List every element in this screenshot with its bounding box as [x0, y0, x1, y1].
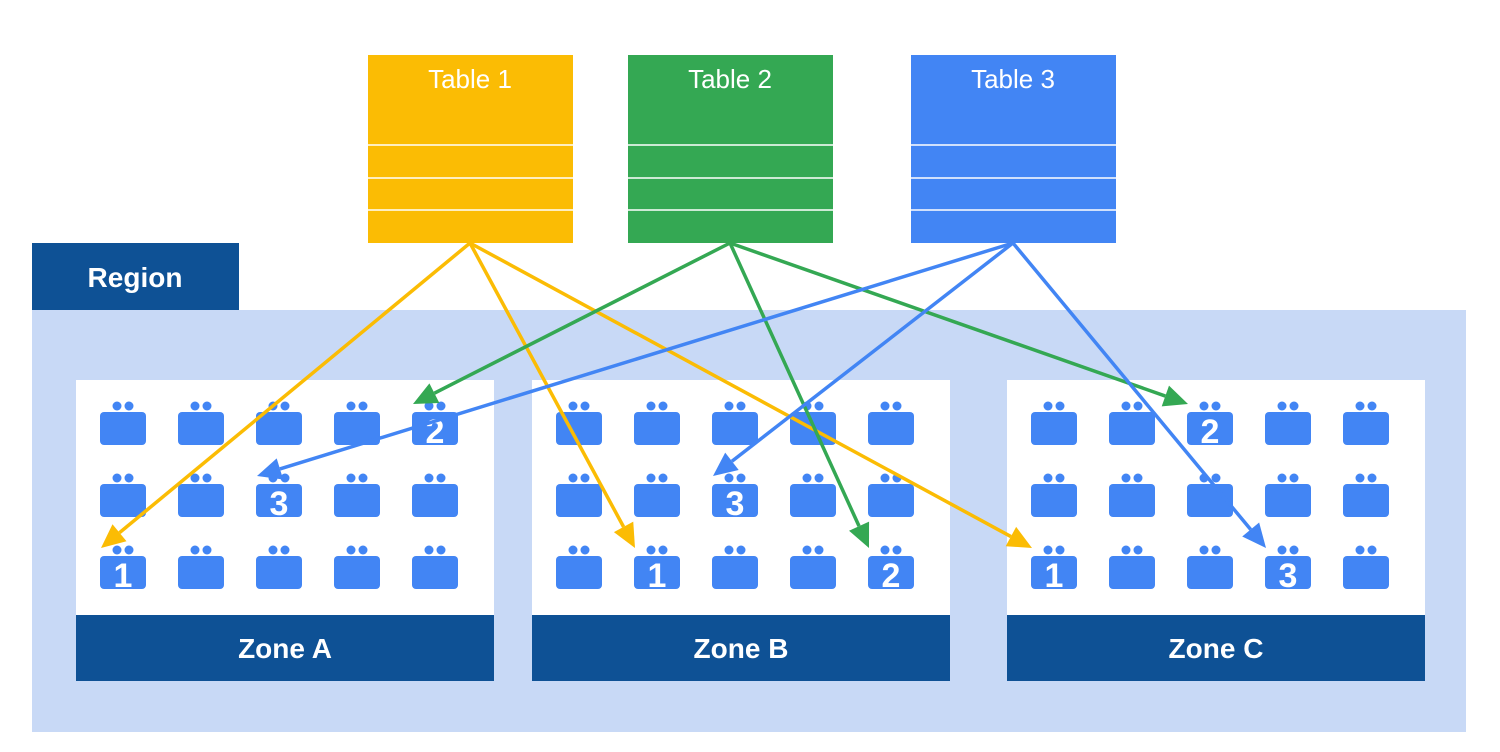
replication-arrow [101, 241, 472, 548]
node-icon [556, 545, 602, 589]
node-icon: 3 [712, 473, 758, 523]
node-icon [790, 545, 836, 589]
node-icon [178, 545, 224, 589]
node-number: 3 [726, 485, 745, 523]
zone-a: 231 Zone A [76, 380, 494, 681]
table-1-body [368, 55, 573, 243]
replication-arrow [413, 241, 731, 404]
node-number: 1 [1045, 557, 1064, 595]
node-number: 1 [114, 557, 133, 595]
replication-arrow [713, 241, 1015, 476]
node-icon: 1 [1031, 545, 1077, 595]
node-icon [1265, 473, 1311, 517]
node-icon [1187, 545, 1233, 589]
node-icon [1265, 401, 1311, 445]
node-icon [712, 545, 758, 589]
zone-c-nodes: 2 1 3 [1031, 401, 1389, 595]
table-2-body [628, 55, 833, 243]
zone-c: 2 1 3 Zone C [1007, 380, 1425, 681]
node-number: 1 [648, 557, 667, 595]
node-icon [712, 401, 758, 445]
zone-b-label-bar [532, 615, 950, 681]
node-icon: 2 [1187, 401, 1233, 451]
zone-b-nodes: 3 1 2 [556, 401, 914, 595]
node-icon [100, 473, 146, 517]
node-icon [868, 401, 914, 445]
node-number: 2 [882, 557, 901, 595]
node-icon [634, 401, 680, 445]
replication-arrow [728, 242, 870, 548]
table-3: Table 3 [911, 55, 1116, 243]
node-icon: 2 [868, 545, 914, 595]
node-icon [1343, 473, 1389, 517]
replication-arrow [729, 241, 1188, 407]
node-icon [178, 473, 224, 517]
node-icon [1109, 401, 1155, 445]
node-icon [412, 473, 458, 517]
node-icon: 3 [256, 473, 302, 523]
node-icon [412, 545, 458, 589]
table-1: Table 1 [368, 55, 573, 243]
node-number: 2 [1201, 413, 1220, 451]
node-icon [1343, 545, 1389, 589]
zone-b-label: Zone B [694, 633, 789, 664]
zone-a-label: Zone A [238, 633, 332, 664]
node-icon [1109, 473, 1155, 517]
node-icon [1109, 545, 1155, 589]
node-icon [256, 545, 302, 589]
zone-a-label-bar [76, 615, 494, 681]
node-icon [1343, 401, 1389, 445]
table-1-title: Table 1 [428, 64, 512, 94]
node-icon [334, 473, 380, 517]
zone-c-label: Zone C [1169, 633, 1264, 664]
node-icon: 1 [100, 545, 146, 595]
node-icon [790, 473, 836, 517]
region-tab [32, 243, 239, 310]
node-icon [334, 545, 380, 589]
node-icon [178, 401, 224, 445]
node-icon: 3 [1265, 545, 1311, 595]
zone-c-label-bar [1007, 615, 1425, 681]
replication-arrow [1011, 241, 1266, 548]
zone-a-nodes: 231 [100, 401, 458, 595]
node-icon [634, 473, 680, 517]
node-icon [100, 401, 146, 445]
node-icon: 1 [634, 545, 680, 595]
node-number: 3 [1279, 557, 1298, 595]
region-label: Region [88, 262, 183, 293]
table-3-title: Table 3 [971, 64, 1055, 94]
node-icon [556, 473, 602, 517]
table-2: Table 2 [628, 55, 833, 243]
node-icon [1031, 473, 1077, 517]
replication-arrow [257, 241, 1014, 480]
table-2-title: Table 2 [688, 64, 772, 94]
zone-b: 3 1 2 Zone B [532, 380, 950, 681]
node-icon [334, 401, 380, 445]
node-number: 3 [270, 485, 289, 523]
replication-arrow [469, 241, 1032, 548]
table-3-body [911, 55, 1116, 243]
replication-arrows [101, 241, 1266, 548]
node-icon [1031, 401, 1077, 445]
